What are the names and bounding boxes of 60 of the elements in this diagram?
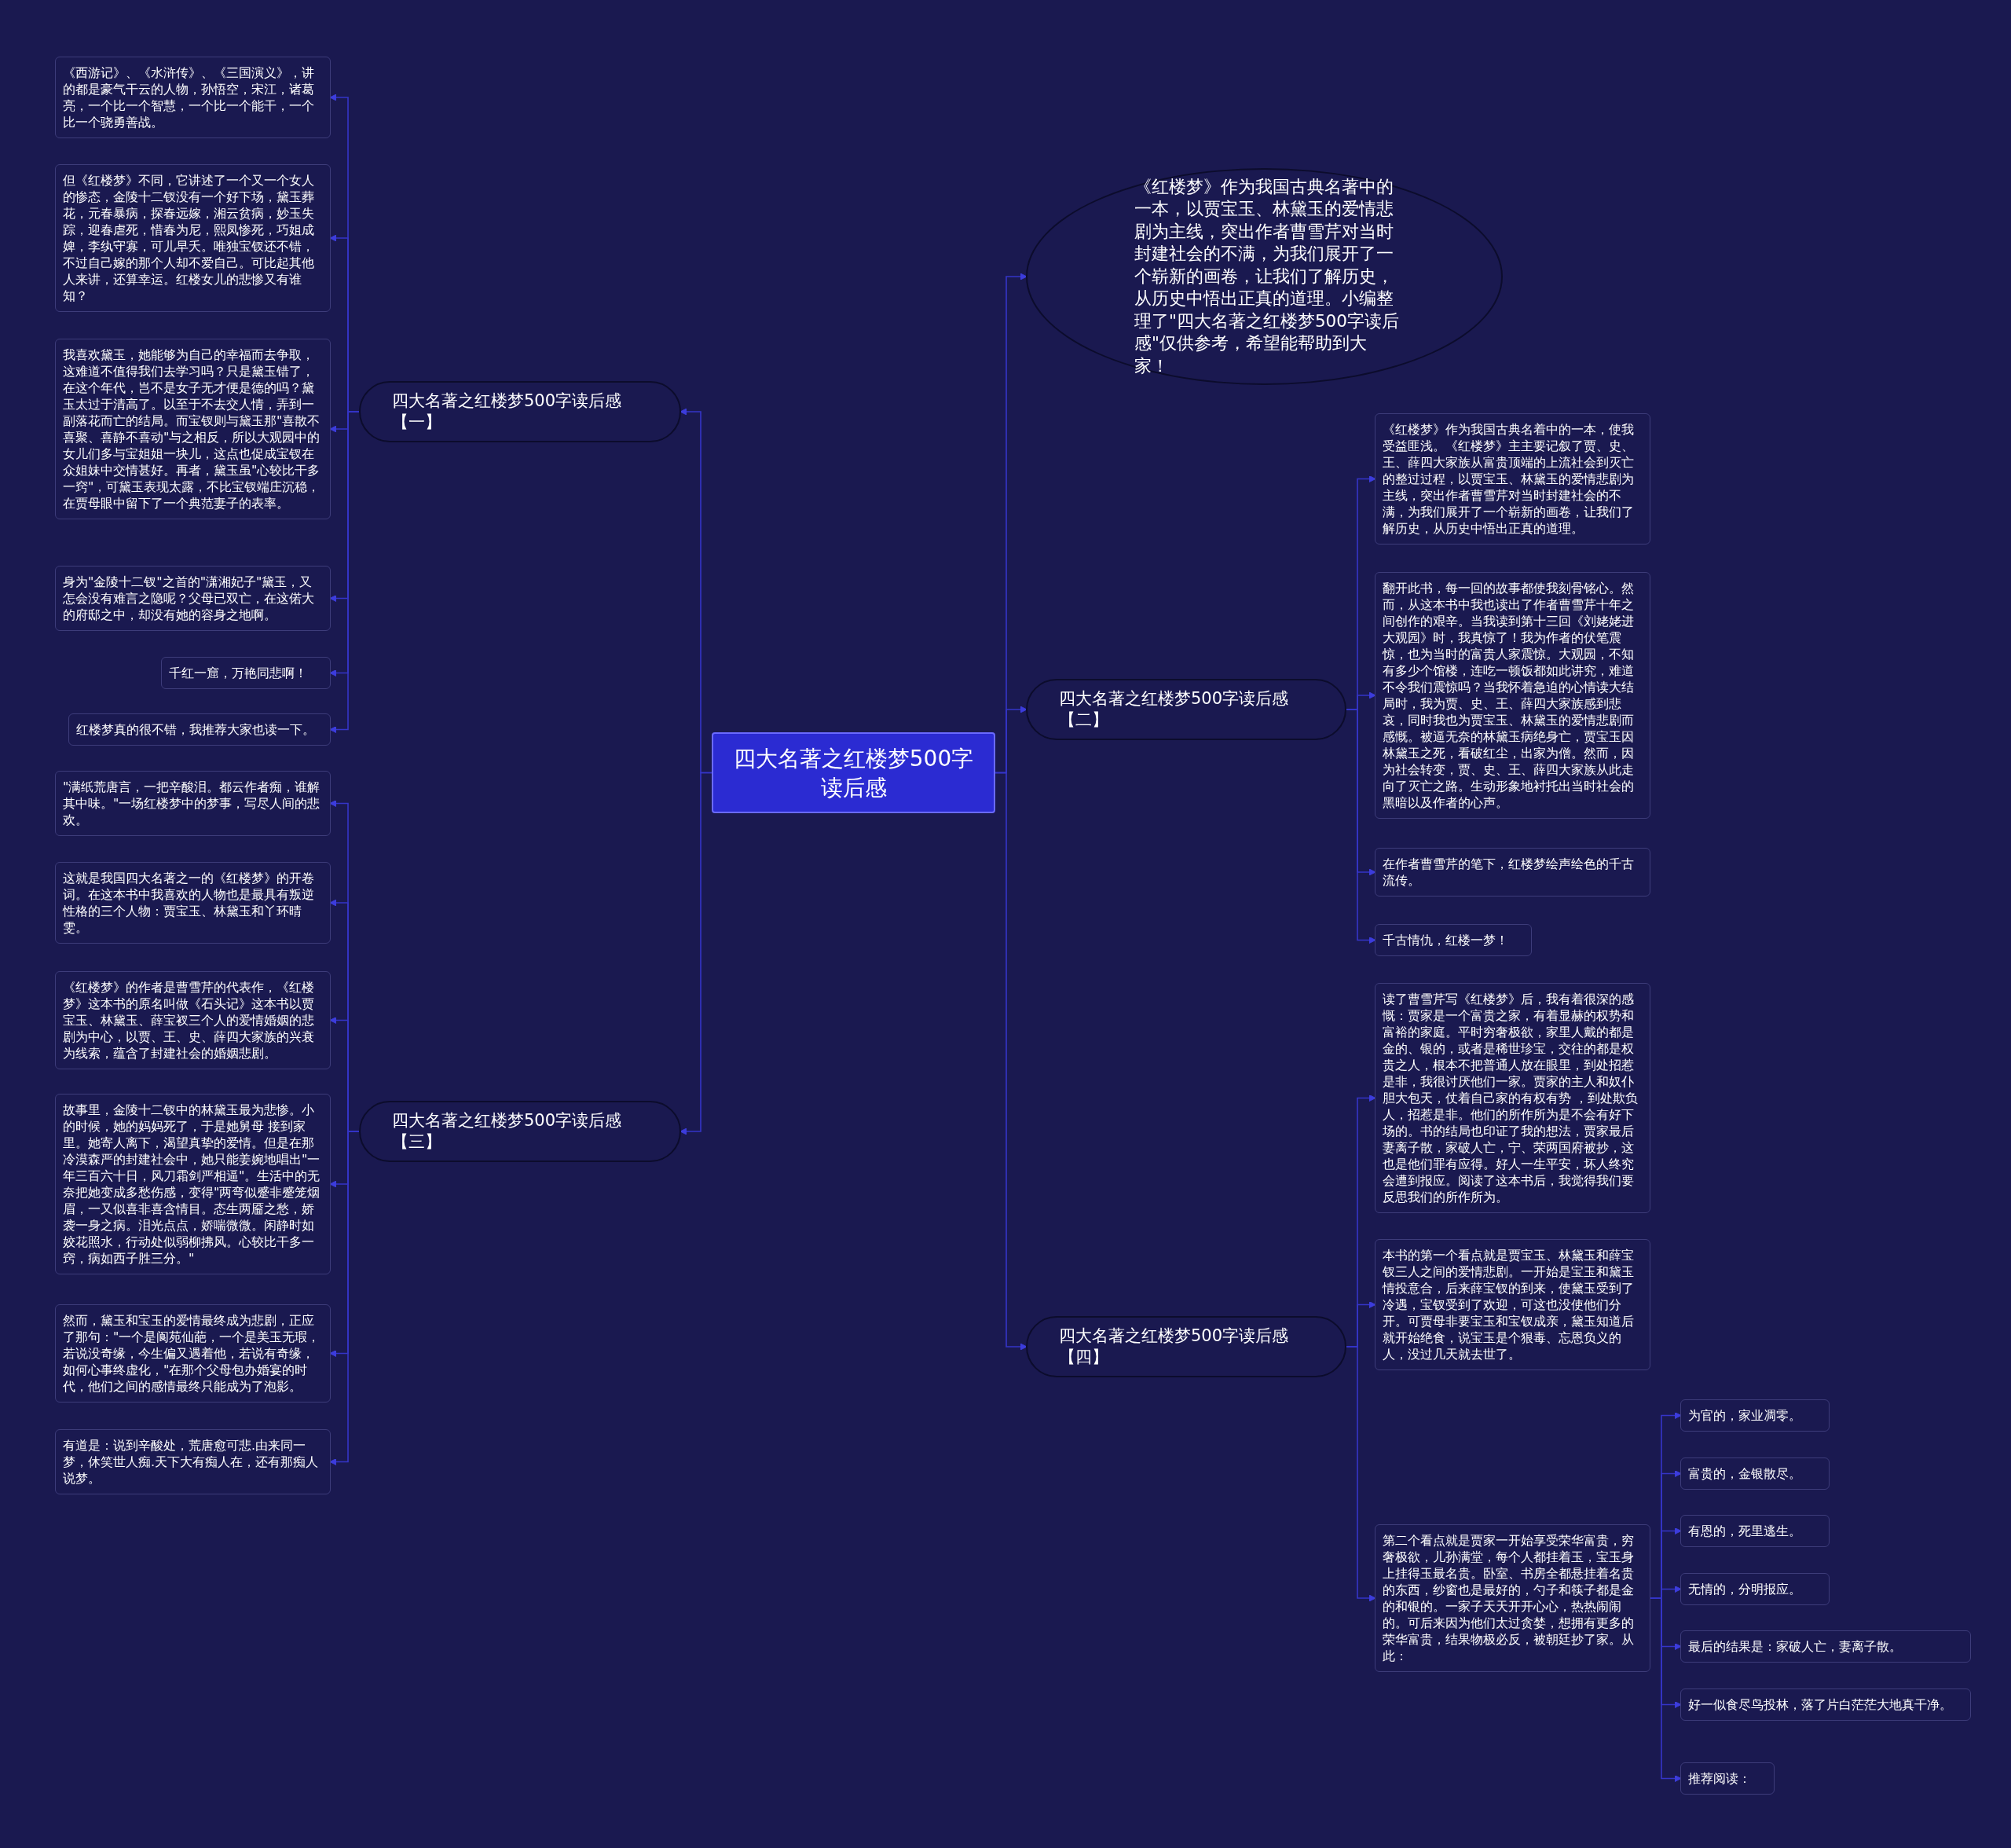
text-card bbox=[1375, 1239, 1650, 1370]
text-card bbox=[55, 862, 331, 944]
central-topic-text: 四大名著之红楼梦500字读后感 bbox=[732, 744, 975, 802]
card-text: 但《红楼梦》不同，它讲述了一个又一个女人的惨态，金陵十二钗没有一个好下场，黛玉葬花，元春暴病，探春远嫁，湘云贫病，妙玉失踪，迎春虐死，惜春为尼，熙凤惨死，巧姐成婢，李纨守寡，可儿早夭。唯独宝钗还不错，不过自己嫁的那个人却不爱自己。可比起其他人来讲，还算幸运。红楼女儿的悲惨又有谁知？ bbox=[63, 172, 315, 304]
text-card bbox=[55, 1304, 331, 1402]
text-card bbox=[1680, 1458, 1830, 1490]
text-card bbox=[1680, 1399, 1830, 1432]
card-text: 我喜欢黛玉，她能够为自己的幸福而去争取，这难道不值得我们去学习吗？只是黛玉错了，在这个年代，岂不是女子无才便是德的吗？黛玉太过于清高了。以至于不去交人情，弄到一副落花而亡的结局。而宝钗则与黛玉那"喜散不喜聚、喜静不喜动"与之相反，所以大观园中的女儿们多与宝姐姐一块儿，这点也促成宝钗在众姐妹中交情甚好。再者，黛玉虽"心较比干多一窍"，可黛玉表现太露，不比宝钗端庄沉稳，在贾母眼中留下了一个典范妻子的表率。 bbox=[63, 346, 321, 512]
card-text: 为官的，家业凋零。 bbox=[1688, 1407, 1802, 1424]
card-text: 第二个看点就是贾家一开始享受荣华富贵，穷奢极欲，儿孙满堂，每个人都挂着玉，宝玉身上挂得玉最名贵。卧室、书房全都悬挂着名贵的东西，纱窗也是最好的，勺子和筷子都是金的和银的。一家子天天开开心心，热热闹闹的。可后来因为他们太过贪婪，想拥有更多的荣华富贵，结果物极必反，被朝廷抄了家。从此： bbox=[1383, 1532, 1635, 1664]
text-card bbox=[161, 657, 331, 689]
card-text: 推荐阅读： bbox=[1688, 1770, 1752, 1787]
card-text: 《西游记》、《水浒传》、《三国演义》，讲的都是豪气干云的人物，孙悟空，宋江，诸葛亮，一个比一个智慧，一个比一个能干，一个比一个骁勇善战。 bbox=[63, 64, 315, 130]
card-text: 本书的第一个看点就是贾宝玉、林黛玉和薛宝钗三人之间的爱情悲剧。一开始是宝玉和黛玉情投意合，后来薛宝钗的到来，使黛玉受到了冷遇，宝钗受到了欢迎，可这也没使他们分开。可贾母非要宝玉和宝钗成亲，黛玉知道后就开始绝食，说宝玉是个狠毒、忘恩负义的人，没过几天就去世了。 bbox=[1383, 1247, 1635, 1362]
card-text: 在作者曹雪芹的笔下，红楼梦绘声绘色的千古流传。 bbox=[1383, 856, 1635, 889]
branch-topic-text: 四大名著之红楼梦500字读后感【一】 bbox=[392, 390, 623, 433]
card-text: 《红楼梦》作为我国古典名着中的一本，使我受益匪浅。《红楼梦》主主要记叙了贾、史、王、薛四大家族从富贵顶端的上流社会到灭亡的整过过程，以贾宝玉、林黛玉的爱情悲剧为主线，突出作者曹雪芹对当时封建社会的不满，为我们展开了一个崭新的画卷，让我们了解历史，从历史中悟出正真的道理。 bbox=[1383, 421, 1635, 537]
text-card bbox=[55, 1429, 331, 1494]
text-card bbox=[1375, 848, 1650, 896]
card-text: 富贵的，金银散尽。 bbox=[1688, 1465, 1802, 1482]
intro-ellipse bbox=[1026, 168, 1503, 385]
intro-text: 《红楼梦》作为我国古典名著中的一本，以贾宝玉、林黛玉的爱情悲剧为主线，突出作者曹雪芹对当时封建社会的不满，为我们展开了一个崭新的画卷，让我们了解历史，从历史中悟出正真的道理。小编整理了"四大名著之红楼梦500字读后感"仅供参考，希望能帮助到大家！ bbox=[1134, 175, 1399, 377]
card-text: "满纸荒唐言，一把辛酸泪。都云作者痴，谁解其中味。"一场红楼梦中的梦事，写尽人间的悲欢。 bbox=[63, 779, 321, 828]
card-text: 最后的结果是：家破人亡，妻离子散。 bbox=[1688, 1638, 1903, 1655]
text-card bbox=[1680, 1515, 1830, 1547]
card-text: 有恩的，死里逃生。 bbox=[1688, 1523, 1802, 1539]
connector-arrow bbox=[679, 772, 712, 1135]
text-card bbox=[55, 164, 331, 312]
card-text: 红楼梦真的很不错，我推荐大家也读一下。 bbox=[76, 721, 316, 738]
text-card bbox=[1680, 1630, 1971, 1663]
text-card bbox=[55, 771, 331, 836]
text-card bbox=[55, 57, 331, 138]
branch-topic-text: 四大名著之红楼梦500字读后感【二】 bbox=[1059, 688, 1290, 731]
card-text: 无情的，分明报应。 bbox=[1688, 1581, 1802, 1597]
card-text: 这就是我国四大名著之一的《红楼梦》的开卷词。在这本书中我喜欢的人物也是最具有叛逆性格的三个人物：贾宝玉、林黛玉和丫环晴雯。 bbox=[63, 870, 315, 936]
card-text: 读了曹雪芹写《红楼梦》后，我有着很深的感慨：贾家是一个富贵之家，有着显赫的权势和富裕的家庭。平时穷奢极欲，家里人戴的都是金的、银的，或者是稀世珍宝，交往的都是权贵之人，根本不把普通人放在眼里，到处招惹是非，我很讨厌他们一家。贾家的主人和奴仆胆大包天，仗着自己家的有权有势 ，到处欺负人，招惹是非。他们的所作所为是不会有好下场的。书的结局也印证了我的想法，贾家最后妻离子散，家破人亡，宁、荣两国府被抄，这也是他们罪有应得。好人一生平安，坏人终究会遭到报应。阅读了这本书后，我觉得我们要反思我们的所作所为。 bbox=[1383, 991, 1639, 1205]
branch-topic-text: 四大名著之红楼梦500字读后感【三】 bbox=[392, 1110, 623, 1153]
card-text: 《红楼梦》的作者是曹雪芹的代表作，《红楼梦》这本书的原名叫做《石头记》这本书以贾宝玉、林黛玉、薛宝衩三个人的爱情婚姻的悲剧为中心，以贾、王、史、薛四大家族的兴衰为线索，蕴含了封建社会的婚姻悲剧。 bbox=[63, 979, 315, 1062]
text-card bbox=[1375, 924, 1532, 956]
text-card bbox=[55, 566, 331, 631]
connector-arrow bbox=[995, 772, 1027, 1351]
connector-arrow bbox=[1346, 1346, 1376, 1602]
text-card bbox=[1680, 1573, 1830, 1605]
connector-arrow bbox=[1346, 709, 1376, 944]
text-card bbox=[1375, 413, 1650, 544]
card-text: 千红一窟，万艳同悲啊！ bbox=[169, 665, 308, 681]
card-text: 然而，黛玉和宝玉的爱情最终成为悲剧，正应了那句："一个是阆苑仙葩，一个是美玉无瑕，若说没奇缘，今生偏又遇着他，若说有奇缘，如何心事终虚化，"在那个父母包办婚宴的时代，他们之间的感情最终只能成为了泡影。 bbox=[63, 1312, 321, 1395]
branch-topic-text: 四大名著之红楼梦500字读后感【四】 bbox=[1059, 1326, 1290, 1368]
text-card bbox=[1680, 1688, 1971, 1721]
text-card bbox=[55, 971, 331, 1069]
text-card bbox=[1375, 1524, 1650, 1672]
central-topic-box bbox=[712, 732, 995, 813]
card-text: 翻开此书，每一回的故事都使我刻骨铭心。然而，从这本书中我也读出了作者曹雪芹十年之间创作的艰辛。当我读到第十三回《刘姥姥进大观园》时，我真惊了！我为作者的伏笔震惊，也为当时的富贵人家震惊。大观园，不知有多少个馆楼，连吃一顿饭都如此讲究，难道不令我们震惊吗？当我怀着急迫的心情读大结局时，我为贾、史、王、薛四大家族感到悲哀，同时我也为贾宝玉、林黛玉的爱情悲剧而感慨。被逼无奈的林黛玉病绝身亡，贾宝玉因林黛玉之死，看破红尘，出家为僧。然而，因为社会转变，贾、史、王、薛四大家族从此走向了灭亡之路。生动形象地衬托出当时社会的黑暗以及作者的心声。 bbox=[1383, 580, 1635, 811]
card-text: 千古情仇，红楼一梦！ bbox=[1383, 932, 1509, 948]
text-card bbox=[68, 713, 331, 746]
card-text: 故事里，金陵十二钗中的林黛玉最为悲惨。小的时候，她的妈妈死了，于是她舅母 接到家里。她寄人离下，渴望真挚的爱情。但是在那冷漠森严的封建社会中，她只能姜婉地唱出"一年三百六十日，风刀霜剑严相逼"。生活中的无奈把她变成多愁伤感，变得"两弯似蹙非蹙笼烟眉，一又似喜非喜含情目。态生两靥之愁，娇袭一身之病。泪光点点，娇喘微微。闲静时如姣花照水，行动处似弱柳拂风。心较比干多一窍，病如西子胜三分。" bbox=[63, 1102, 321, 1267]
text-card bbox=[1680, 1762, 1775, 1795]
card-text: 好一似食尽鸟投林，落了片白茫茫大地真干净。 bbox=[1688, 1696, 1953, 1713]
card-text: 身为"金陵十二钗"之首的"潇湘妃子"黛玉，又怎会没有难言之隐呢？父母已双亡，在这偌大的府邸之中，却没有她的容身之地啊。 bbox=[63, 574, 315, 623]
card-text: 有道是：说到辛酸处，荒唐愈可悲.由来同一梦，休笑世人痴.天下大有痴人在，还有那痴人说梦。 bbox=[63, 1437, 320, 1487]
